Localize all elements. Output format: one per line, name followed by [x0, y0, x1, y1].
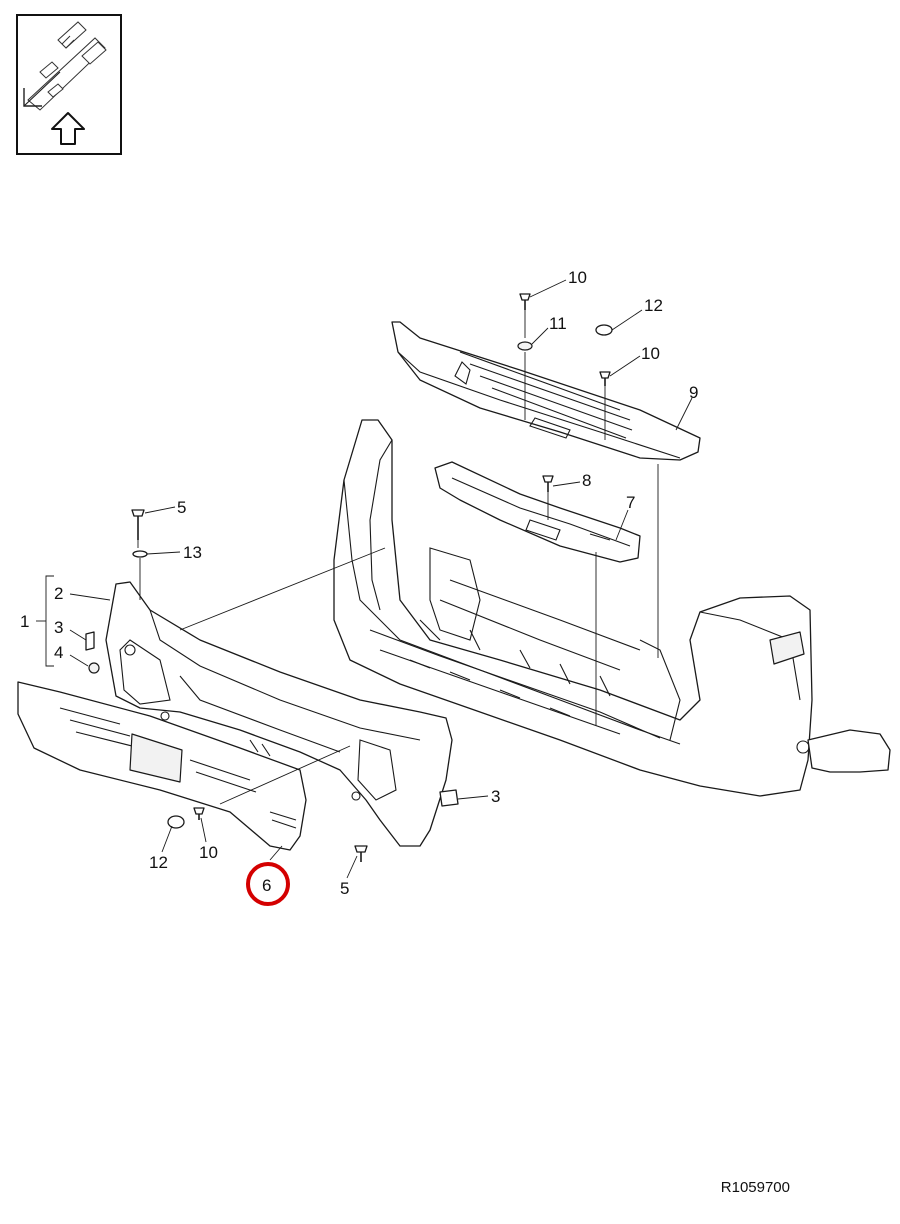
callout-6: 6 — [262, 876, 271, 895]
callout-5-bottom: 5 — [340, 879, 349, 898]
callout-10-top: 10 — [568, 268, 587, 287]
bumper-cover-2 — [105, 581, 453, 847]
callout-7: 7 — [626, 493, 635, 512]
callout-leaders — [36, 279, 693, 879]
orientation-inset — [16, 14, 122, 155]
callout-1: 1 — [20, 612, 29, 631]
callout-4: 4 — [54, 643, 63, 662]
callout-8: 8 — [582, 471, 591, 490]
callout-labels: 1 2 3 4 5 13 3 5 6 10 12 10 11 12 10 9 8… — [20, 268, 698, 898]
assembly-lines — [137, 310, 659, 805]
bumper-carrier — [333, 419, 891, 797]
lower-valance-6 — [17, 681, 307, 851]
callout-3-left: 3 — [54, 618, 63, 637]
callout-3-right: 3 — [491, 787, 500, 806]
callout-2: 2 — [54, 584, 63, 603]
callout-5-top: 5 — [177, 498, 186, 517]
callout-10-bottom: 10 — [199, 843, 218, 862]
callout-12-top: 12 — [644, 296, 663, 315]
upper-panel-9 — [391, 321, 701, 461]
callout-12-bottom: 12 — [149, 853, 168, 872]
fasteners — [85, 293, 613, 862]
vehicle-orientation-icon — [23, 21, 107, 111]
reference-code: R1059700 — [720, 1179, 790, 1196]
callout-10-right: 10 — [641, 344, 660, 363]
up-arrow-icon — [51, 112, 85, 145]
highlight-circle — [246, 862, 290, 906]
callout-11: 11 — [549, 314, 567, 333]
callout-13: 13 — [183, 543, 202, 562]
bracket-7 — [434, 461, 641, 563]
callout-9: 9 — [689, 383, 698, 402]
